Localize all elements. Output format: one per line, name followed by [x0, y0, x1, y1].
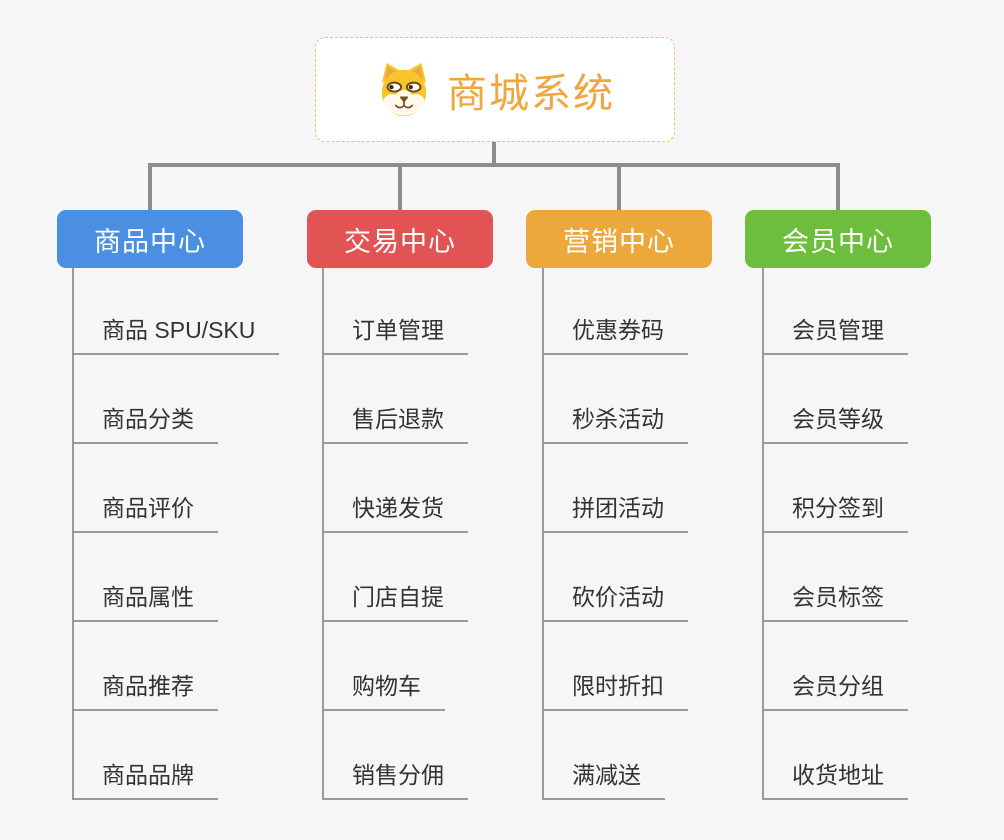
- leaf-list-product-center: 商品 SPU/SKU 商品分类 商品评价 商品属性 商品推荐 商品品牌: [72, 266, 280, 800]
- leaf-node-label: 会员标签: [762, 578, 908, 622]
- leaf-node-label: 商品分类: [72, 400, 218, 444]
- connector-trunk-product: [72, 268, 74, 800]
- leaf-node-label: 拼团活动: [542, 489, 688, 533]
- leaf-node[interactable]: 商品推荐: [72, 622, 279, 711]
- leaf-list-member-center: 会员管理 会员等级 积分签到 会员标签 会员分组 收货地址: [762, 266, 908, 800]
- leaf-node-label: 收货地址: [762, 756, 908, 800]
- leaf-node-label: 购物车: [322, 667, 445, 711]
- leaf-node-label: 积分签到: [762, 489, 908, 533]
- leaf-node-label: 售后退款: [322, 400, 468, 444]
- leaf-node-label: 商品评价: [72, 489, 218, 533]
- branch-node-trade-center[interactable]: 交易中心: [307, 210, 493, 268]
- connector-drop-marketing: [617, 166, 621, 210]
- branch-node-label: 商品中心: [94, 226, 206, 257]
- leaf-node[interactable]: 砍价活动: [542, 533, 688, 622]
- leaf-node-label: 优惠券码: [542, 311, 688, 355]
- connector-trunk-trade: [322, 268, 324, 800]
- leaf-node-label: 满减送: [542, 756, 665, 800]
- leaf-node-label: 商品属性: [72, 578, 218, 622]
- leaf-node[interactable]: 商品评价: [72, 444, 279, 533]
- leaf-node-label: 门店自提: [322, 578, 468, 622]
- leaf-list-trade-center: 订单管理 售后退款 快递发货 门店自提 购物车 销售分佣: [322, 266, 468, 800]
- leaf-node[interactable]: 会员等级: [762, 355, 908, 444]
- leaf-node-label: 快递发货: [322, 489, 468, 533]
- branch-node-marketing-center[interactable]: 营销中心: [526, 210, 712, 268]
- leaf-node-label: 会员管理: [762, 311, 908, 355]
- leaf-node-label: 会员分组: [762, 667, 908, 711]
- connector-drop-product: [148, 166, 152, 210]
- branch-node-label: 会员中心: [782, 226, 894, 257]
- leaf-node-label: 商品 SPU/SKU: [72, 311, 280, 355]
- shiba-dog-icon: [381, 62, 427, 116]
- leaf-node-label: 商品品牌: [72, 756, 218, 800]
- leaf-node-label: 销售分佣: [322, 756, 468, 800]
- leaf-node[interactable]: 门店自提: [322, 533, 468, 622]
- leaf-node-label: 会员等级: [762, 400, 908, 444]
- branch-node-member-center[interactable]: 会员中心: [745, 210, 931, 268]
- leaf-node[interactable]: 积分签到: [762, 444, 908, 533]
- leaf-node[interactable]: 会员标签: [762, 533, 908, 622]
- branch-node-label: 营销中心: [563, 226, 675, 257]
- connector-horizontal-bar: [148, 163, 840, 167]
- connector-drop-member: [836, 166, 840, 210]
- branch-node-label: 交易中心: [344, 226, 456, 257]
- leaf-node[interactable]: 商品品牌: [72, 711, 279, 800]
- root-node-title: 商城系统: [447, 71, 615, 116]
- leaf-list-marketing-center: 优惠券码 秒杀活动 拼团活动 砍价活动 限时折扣 满减送: [542, 266, 688, 800]
- leaf-node[interactable]: 商品属性: [72, 533, 279, 622]
- connector-trunk-member: [762, 268, 764, 800]
- leaf-node[interactable]: 满减送: [542, 711, 688, 800]
- leaf-node[interactable]: 快递发货: [322, 444, 468, 533]
- leaf-node[interactable]: 限时折扣: [542, 622, 688, 711]
- branch-node-product-center[interactable]: 商品中心: [57, 210, 243, 268]
- leaf-node[interactable]: 售后退款: [322, 355, 468, 444]
- leaf-node[interactable]: 优惠券码: [542, 266, 688, 355]
- leaf-node[interactable]: 商品 SPU/SKU: [72, 266, 280, 355]
- leaf-node-label: 砍价活动: [542, 578, 688, 622]
- leaf-node[interactable]: 收货地址: [762, 711, 908, 800]
- connector-root-stem: [492, 142, 496, 164]
- leaf-node[interactable]: 拼团活动: [542, 444, 688, 533]
- leaf-node[interactable]: 会员分组: [762, 622, 908, 711]
- leaf-node[interactable]: 销售分佣: [322, 711, 468, 800]
- leaf-node-label: 订单管理: [322, 311, 468, 355]
- connector-trunk-marketing: [542, 268, 544, 800]
- root-node[interactable]: 商城系统: [315, 37, 675, 142]
- leaf-node[interactable]: 购物车: [322, 622, 468, 711]
- leaf-node[interactable]: 商品分类: [72, 355, 279, 444]
- leaf-node[interactable]: 会员管理: [762, 266, 908, 355]
- leaf-node-label: 商品推荐: [72, 667, 218, 711]
- connector-drop-trade: [398, 166, 402, 210]
- leaf-node-label: 限时折扣: [542, 667, 688, 711]
- leaf-node[interactable]: 秒杀活动: [542, 355, 688, 444]
- leaf-node-label: 秒杀活动: [542, 400, 688, 444]
- leaf-node[interactable]: 订单管理: [322, 266, 468, 355]
